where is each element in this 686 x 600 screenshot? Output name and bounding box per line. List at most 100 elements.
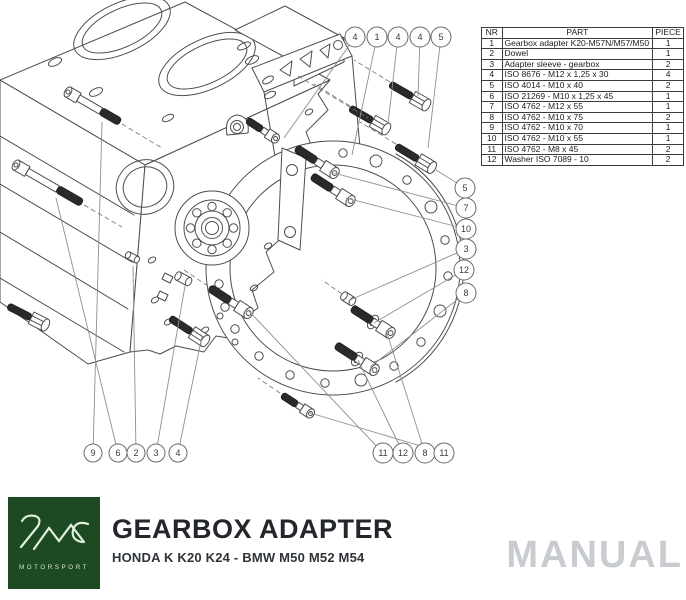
svg-text:2: 2 <box>133 448 138 458</box>
bell-opening <box>115 159 175 215</box>
callout-balloon: 8 <box>414 442 436 464</box>
callout-balloon: 12 <box>453 259 475 281</box>
svg-text:8: 8 <box>422 448 427 458</box>
page-title: GEARBOX ADAPTER <box>112 514 394 544</box>
callout-balloon: 1 <box>366 26 388 48</box>
callout-balloon: 5 <box>430 26 452 48</box>
svg-text:6: 6 <box>115 448 120 458</box>
cell-piece: 1 <box>652 37 684 50</box>
callout-balloon: 11 <box>433 442 455 464</box>
cell-nr: 9 <box>481 122 503 134</box>
cell-part: ISO 4762 - M10 x 55 <box>501 132 654 145</box>
cylinder-bore <box>73 0 171 61</box>
svg-text:5: 5 <box>438 32 443 42</box>
hex-bolt <box>346 101 394 137</box>
cell-piece: 1 <box>652 101 684 113</box>
callout-balloon: 12 <box>392 442 414 464</box>
svg-text:3: 3 <box>463 244 468 254</box>
footer: MOTORSPORT GEARBOX ADAPTER HONDA K K20 K… <box>0 490 686 600</box>
svg-text:5: 5 <box>462 183 467 193</box>
cell-part: ISO 4762 - M10 x 75 <box>501 111 654 124</box>
manual-watermark: MANUAL <box>506 534 683 576</box>
crank-hub <box>174 190 250 266</box>
svg-text:12: 12 <box>398 448 408 458</box>
clip <box>156 290 169 302</box>
cell-part: ISO 4762 - M8 x 45 <box>501 143 654 156</box>
callout-balloon: 7 <box>455 197 477 219</box>
cell-piece: 2 <box>652 79 684 92</box>
cell-nr: 7 <box>481 101 503 113</box>
callout-balloon: 4 <box>168 443 188 463</box>
cell-nr: 1 <box>481 37 503 50</box>
axis-lines <box>83 59 397 394</box>
cell-nr: 3 <box>481 58 503 71</box>
svg-text:12: 12 <box>459 265 469 275</box>
callout-balloon: 9 <box>83 443 103 463</box>
cell-part: Dowel <box>501 48 654 60</box>
svg-text:8: 8 <box>463 288 468 298</box>
col-header-part: PART <box>501 27 654 39</box>
col-header-piece: PIECE <box>652 27 684 39</box>
svg-text:10: 10 <box>461 224 471 234</box>
callout-balloon: 4 <box>387 26 409 48</box>
cell-piece: 1 <box>652 132 684 145</box>
svg-text:9: 9 <box>90 448 95 458</box>
socket-bolt <box>278 390 317 421</box>
cell-part: Gearbox adapter K20-M57N/M57/M50 <box>501 37 654 50</box>
callout-balloon: 8 <box>455 282 477 304</box>
svg-text:4: 4 <box>175 448 180 458</box>
svg-text:1: 1 <box>374 32 379 42</box>
cell-piece: 2 <box>652 154 684 166</box>
cell-nr: 11 <box>481 143 503 156</box>
mounting-ear <box>226 114 249 136</box>
block-side <box>0 79 146 365</box>
svg-text:7: 7 <box>463 203 468 213</box>
cell-nr: 2 <box>481 48 503 60</box>
cell-part: ISO 4762 - M10 x 70 <box>501 122 654 134</box>
cell-nr: 5 <box>481 79 503 92</box>
svg-text:4: 4 <box>417 32 422 42</box>
callout-balloon: 3 <box>455 238 477 260</box>
adapter-sleeve <box>174 271 193 287</box>
table-header-row: NR PART PIECE <box>481 27 684 39</box>
cell-part: Washer ISO 7089 - 10 <box>501 154 654 166</box>
cell-part: Adapter sleeve - gearbox <box>501 58 654 71</box>
cell-part: ISO 21269 - M10 x 1,25 x 45 <box>501 90 654 103</box>
page-subtitle: HONDA K K20 K24 - BMW M50 M52 M54 <box>112 550 365 565</box>
adapter-plate <box>205 140 465 396</box>
svg-text:11: 11 <box>439 448 448 458</box>
cell-piece: 2 <box>652 143 684 156</box>
exploded-diagram: 4 1 4 4 5 5 7 10 3 12 8 9 6 2 3 4 11 12 … <box>0 0 477 464</box>
cell-part: ISO 8676 - M12 x 1,25 x 30 <box>501 69 654 81</box>
svg-text:3: 3 <box>153 448 158 458</box>
callout-balloon: 2 <box>126 443 146 463</box>
callout-balloon: 6 <box>108 443 128 463</box>
svg-text:4: 4 <box>395 32 400 42</box>
cell-piece: 2 <box>652 111 684 124</box>
cell-piece: 1 <box>652 48 684 60</box>
clip <box>161 272 174 284</box>
cell-nr: 10 <box>481 132 503 145</box>
pmc-logo: MOTORSPORT <box>8 497 100 589</box>
plate-arm <box>277 147 307 251</box>
cell-piece: 2 <box>652 58 684 71</box>
cell-piece: 1 <box>652 90 684 103</box>
callout-balloon: 3 <box>146 443 166 463</box>
cell-nr: 4 <box>481 69 503 81</box>
cell-nr: 6 <box>481 90 503 103</box>
cell-piece: 4 <box>652 69 684 81</box>
engine-block <box>0 0 345 365</box>
cell-piece: 1 <box>652 122 684 134</box>
logo-background <box>8 497 100 589</box>
